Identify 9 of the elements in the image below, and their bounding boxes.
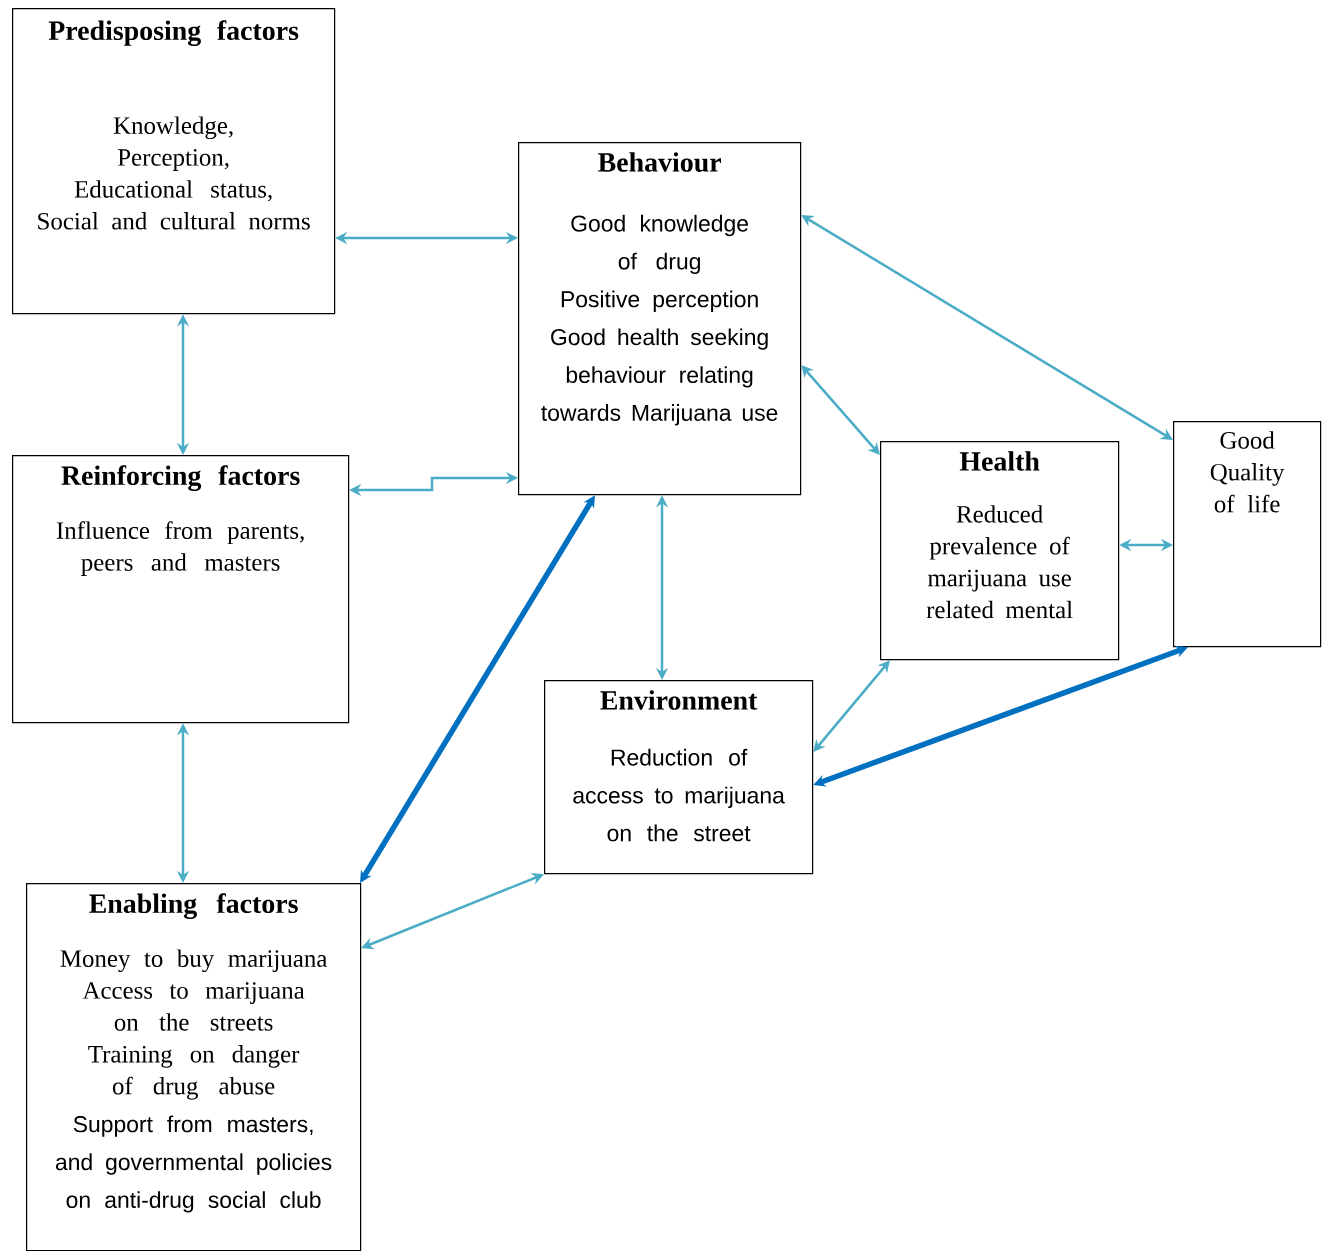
factor-box: Behaviour Good knowledge of drug Positive perception Good health seeking behaviour relating towards Marijuana use bbox=[518, 142, 802, 496]
factor-box: Enabling factors Money to buy marijuana Access to marijuana on the streets Training on danger of drug abuse Support from masters, and governmental policies on anti-drug social club bbox=[26, 883, 362, 1251]
double-arrow bbox=[801, 365, 880, 455]
factor-box: Environment Reduction of access to marijuana on the street bbox=[544, 680, 814, 875]
double-arrow bbox=[813, 660, 890, 752]
factor-box: Health Reduced prevalence of marijuana use related mental bbox=[880, 441, 1120, 661]
factor-box: Good Quality of life bbox=[1173, 421, 1322, 648]
factor-box: Reinforcing factors Influence from parents, peers and masters bbox=[12, 455, 350, 724]
factor-box: Predisposing factors Knowledge, Perception, Educational status, Social and cultural norms bbox=[12, 8, 336, 315]
